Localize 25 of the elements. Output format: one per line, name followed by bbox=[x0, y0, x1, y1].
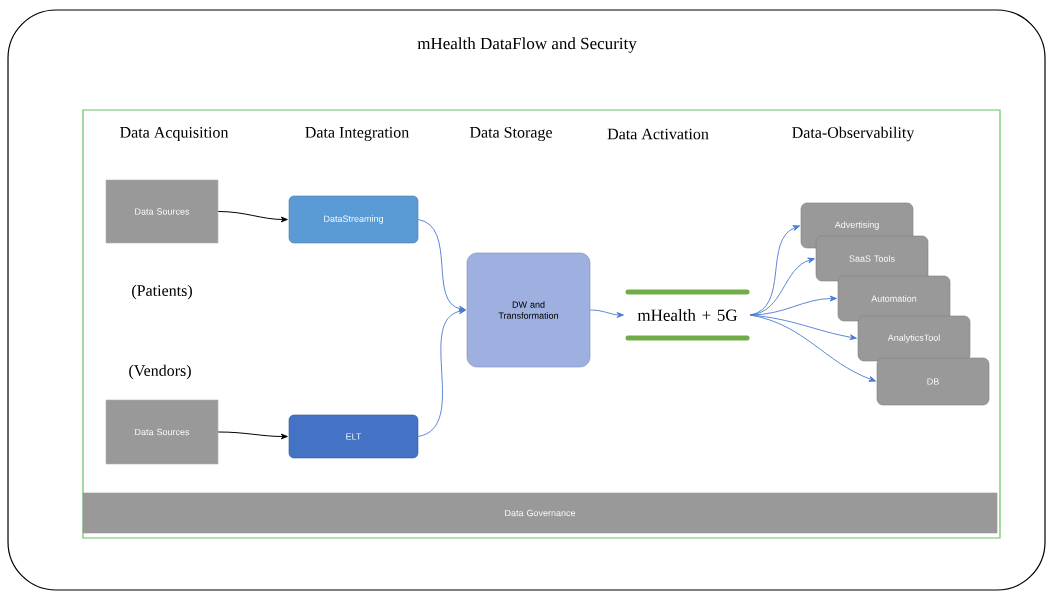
title: mHealth DataFlow and Security bbox=[417, 37, 637, 53]
arrow bbox=[749, 314, 876, 382]
service-box: DB bbox=[876, 357, 990, 406]
source-box: Data Sources bbox=[105, 399, 219, 465]
network-box: mHealth + 5G bbox=[625, 289, 750, 341]
column-heading: Data Storage bbox=[469, 127, 552, 141]
column-heading: Data-Observability bbox=[792, 126, 915, 142]
service-box: AnalyticsTool bbox=[857, 315, 971, 362]
source-box: Data Sources bbox=[105, 179, 219, 244]
arrow bbox=[217, 431, 288, 440]
storage-box: DW and Transformation bbox=[466, 252, 591, 368]
arrow bbox=[217, 211, 288, 223]
process-box: DataStreaming bbox=[288, 195, 419, 244]
arrow bbox=[417, 308, 466, 437]
column-heading: Data Acquisition bbox=[120, 127, 229, 141]
arrow bbox=[417, 219, 466, 312]
column-heading: Data Integration bbox=[305, 127, 409, 141]
arrow bbox=[749, 314, 857, 341]
arrow bbox=[589, 309, 624, 318]
column-heading: Data Activation bbox=[607, 128, 709, 140]
arrow bbox=[749, 295, 837, 316]
group-label: (Vendors) bbox=[129, 364, 191, 380]
group-label: (Patients) bbox=[132, 284, 192, 300]
process-box: ELT bbox=[288, 414, 419, 459]
governance-bar: Data Governance bbox=[82, 492, 998, 534]
